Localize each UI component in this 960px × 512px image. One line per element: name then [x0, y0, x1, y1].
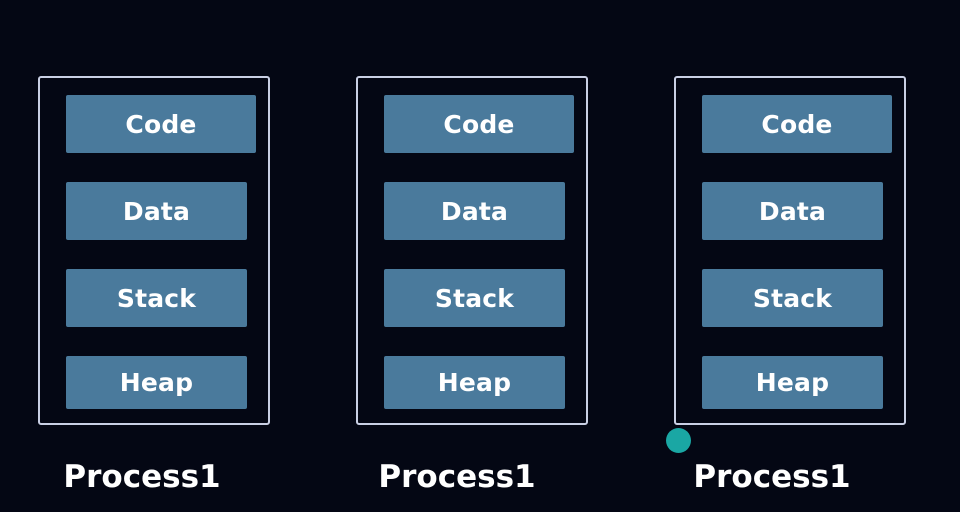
- pointer-cursor-icon: [666, 428, 691, 453]
- code-segment: Code: [384, 95, 574, 153]
- process-box-1: Code Data Stack Heap: [38, 76, 270, 425]
- data-segment: Data: [702, 182, 883, 240]
- heap-segment: Heap: [702, 356, 883, 409]
- data-segment: Data: [66, 182, 247, 240]
- stack-segment: Stack: [384, 269, 565, 327]
- code-segment: Code: [702, 95, 892, 153]
- process-label-3: Process1: [693, 459, 851, 495]
- process-label-2: Process1: [378, 459, 536, 495]
- process-label-1: Process1: [63, 459, 221, 495]
- heap-segment: Heap: [384, 356, 565, 409]
- process-box-3: Code Data Stack Heap: [674, 76, 906, 425]
- code-segment: Code: [66, 95, 256, 153]
- process-box-2: Code Data Stack Heap: [356, 76, 588, 425]
- data-segment: Data: [384, 182, 565, 240]
- heap-segment: Heap: [66, 356, 247, 409]
- stack-segment: Stack: [66, 269, 247, 327]
- stack-segment: Stack: [702, 269, 883, 327]
